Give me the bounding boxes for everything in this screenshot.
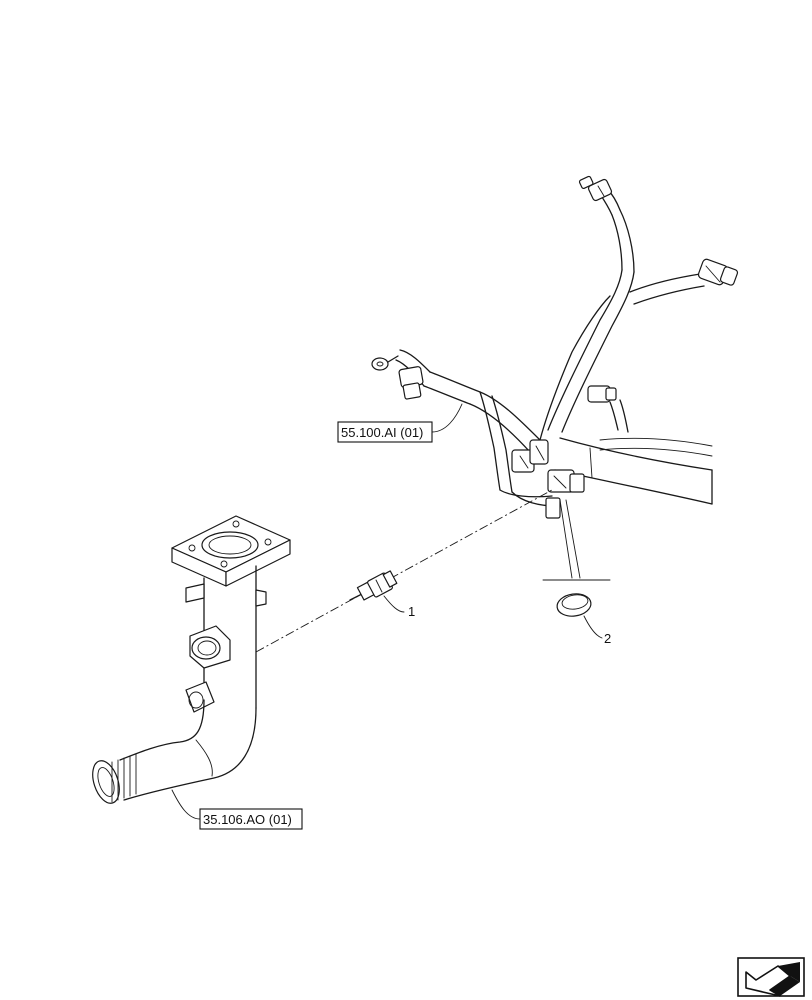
harness-reference-text: 55.100.AI (01): [341, 425, 423, 440]
temperature-sensor: [349, 570, 398, 601]
seal-ring: [556, 593, 592, 617]
ring-terminal: [371, 355, 399, 371]
central-connector-cluster: [511, 439, 585, 519]
arrow-navigation-icon[interactable]: [737, 957, 805, 997]
callout-number-1: 1: [408, 604, 415, 619]
callout-number-2: 2: [604, 631, 611, 646]
pipe-reference-label[interactable]: 35.106.AO (01): [199, 808, 303, 830]
callout-leader-1: [383, 595, 405, 613]
wiring-harness: [371, 175, 739, 519]
assembly-axis-line: [255, 489, 553, 653]
top-connector: [578, 175, 613, 202]
coolant-pipe: [92, 515, 291, 804]
right-connector: [697, 258, 739, 286]
harness-reference-label[interactable]: 55.100.AI (01): [337, 421, 433, 443]
harness-leader: [542, 499, 611, 581]
left-connector: [398, 366, 424, 400]
callout-leader-2: [583, 615, 603, 639]
pipe-reference-text: 35.106.AO (01): [203, 812, 292, 827]
pipe-reference-leader: [171, 789, 201, 820]
harness-reference-leader: [431, 403, 463, 433]
mid-connector: [587, 385, 617, 403]
